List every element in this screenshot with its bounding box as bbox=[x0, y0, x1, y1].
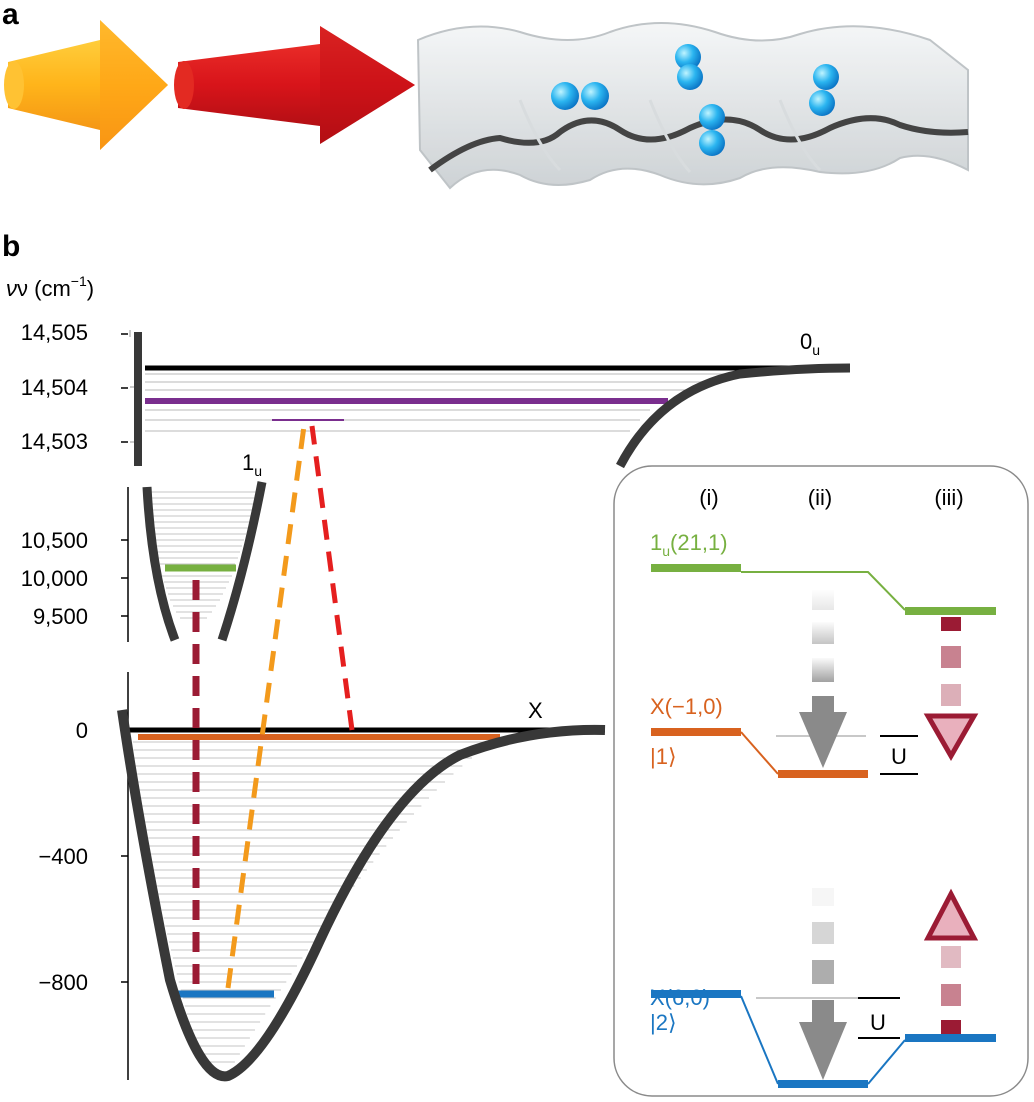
tick-14504: 14,504 bbox=[21, 375, 88, 400]
tick-10000: 10,000 bbox=[21, 566, 88, 591]
bottom-axis-ticks: 0 −400 −800 bbox=[38, 718, 88, 995]
tick-14503: 14,503 bbox=[21, 429, 88, 454]
upper-vib-lines bbox=[145, 373, 740, 432]
state1-label: X(−1,0) bbox=[650, 694, 723, 719]
tick-minus800: −800 bbox=[38, 970, 88, 995]
atom bbox=[551, 82, 579, 110]
u-label-2: U bbox=[870, 1010, 886, 1035]
red-arrowhead-up bbox=[923, 888, 979, 941]
excited-connector bbox=[741, 571, 906, 611]
axis-title: νν (cm−1) bbox=[6, 273, 94, 301]
tick-10500: 10,500 bbox=[21, 528, 88, 553]
top-axis-ticks: 14,505 14,504 14,503 bbox=[21, 320, 128, 454]
yellow-laser-arrow bbox=[4, 20, 168, 150]
atom bbox=[813, 64, 839, 90]
red-arrow-up bbox=[941, 946, 961, 1034]
tick-minus400: −400 bbox=[38, 844, 88, 869]
state2-connector-right bbox=[867, 1039, 906, 1085]
axis-title-main: ν (cm bbox=[17, 276, 71, 301]
tick-14505: 14,505 bbox=[21, 320, 88, 345]
atom bbox=[809, 90, 835, 116]
grey-arrow-upper bbox=[812, 590, 834, 682]
tick-9500: 9,500 bbox=[33, 604, 88, 629]
upper-potential-label: 0u bbox=[800, 329, 820, 358]
upper-potential-0u: 0u bbox=[129, 329, 851, 469]
middle-potential-1u: 1u bbox=[121, 450, 267, 642]
atom bbox=[581, 82, 609, 110]
middle-right-wall bbox=[217, 481, 267, 642]
upper-curve bbox=[616, 363, 851, 469]
grey-arrow-lower bbox=[812, 888, 834, 1022]
red-arrowhead-down bbox=[923, 713, 979, 762]
state2-ket: |2⟩ bbox=[650, 1010, 677, 1035]
red-laser-arrow bbox=[174, 26, 415, 144]
optical-lattice-surface bbox=[416, 22, 969, 190]
red-laser-transition bbox=[309, 425, 355, 731]
axis-title-close: ) bbox=[87, 276, 94, 301]
inset-box bbox=[613, 465, 1029, 1097]
grey-arrowhead-upper bbox=[799, 712, 847, 768]
middle-potential-label: 1u bbox=[242, 450, 262, 479]
panel-a-label: a bbox=[2, 0, 19, 31]
grey-arrowhead-lower bbox=[799, 1022, 847, 1080]
mid-axis-ticks: 10,500 10,000 9,500 bbox=[21, 528, 88, 629]
atom-pairs bbox=[551, 44, 839, 156]
state1-connector bbox=[740, 731, 779, 775]
ground-vib-lines bbox=[132, 741, 494, 1063]
column-i: (i) bbox=[699, 485, 719, 510]
ground-curve bbox=[117, 709, 606, 1082]
state1-ket: |1⟩ bbox=[650, 744, 677, 769]
tick-0: 0 bbox=[76, 718, 88, 743]
u-label-1: U bbox=[891, 744, 907, 769]
inset-scheme: (i) (ii) (iii) 1u(21,1) X(−1,0) |1⟩ U X(… bbox=[613, 465, 1029, 1097]
atom bbox=[699, 130, 725, 156]
atom bbox=[677, 64, 703, 90]
excited-state-label: 1u(21,1) bbox=[650, 530, 728, 559]
atom bbox=[675, 44, 701, 70]
atom bbox=[699, 104, 725, 130]
column-ii: (ii) bbox=[808, 485, 832, 510]
ground-potential-X: X bbox=[117, 672, 606, 1082]
panel-b-label: b bbox=[2, 230, 21, 263]
red-arrow-down bbox=[941, 617, 961, 706]
ground-potential-label: X bbox=[528, 698, 543, 723]
axis-title-exp: −1 bbox=[71, 273, 87, 289]
column-iii: (iii) bbox=[934, 485, 963, 510]
middle-left-wall bbox=[142, 486, 180, 642]
middle-vib-lines bbox=[149, 491, 259, 619]
state2-connector-left bbox=[740, 995, 779, 1085]
